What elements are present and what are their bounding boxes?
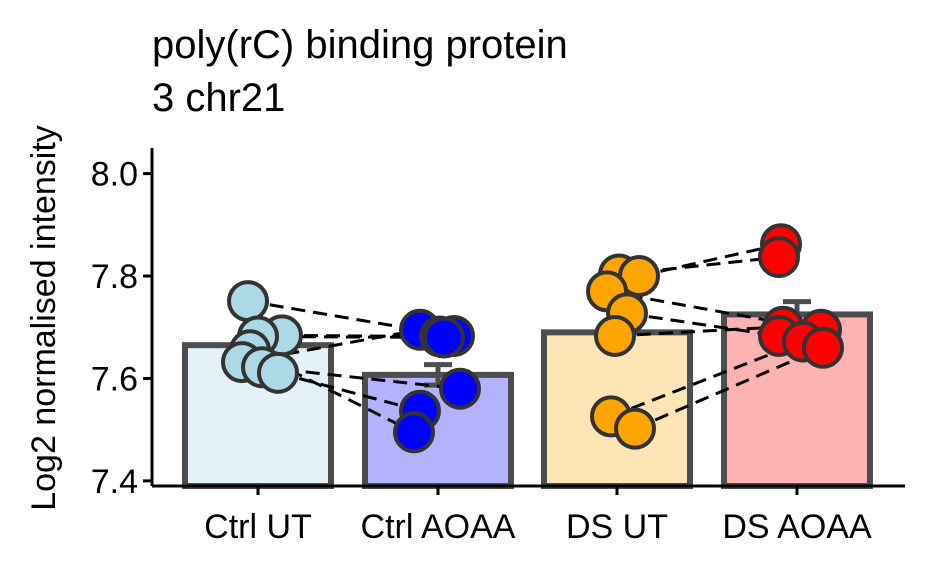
bar-2: [362, 371, 514, 489]
point-2-4: [423, 316, 465, 359]
paired-line-1: [247, 299, 455, 338]
bar-4: [721, 311, 873, 489]
paired-line-9: [638, 242, 782, 278]
points-layer: [221, 223, 844, 454]
x-tick-label-1: Ctrl UT: [204, 508, 312, 546]
y-tick-label-1: 7.4: [91, 463, 138, 501]
chart-title-line-1: poly(rC) binding protein: [152, 23, 568, 67]
x-tick-label-4: DS AOAA: [722, 508, 872, 546]
point-3-7: [614, 407, 656, 450]
point-4-7: [802, 326, 844, 369]
y-axis-label: Log2 normalised intensity: [25, 125, 63, 511]
chart-title-line-2: 3 chr21: [152, 76, 285, 120]
paired-line-14: [634, 346, 824, 431]
point-4-2: [758, 236, 800, 279]
y-tick-label-2: 7.6: [91, 360, 138, 398]
x-tick-label-2: Ctrl AOAA: [361, 508, 516, 546]
paired-line-7: [277, 371, 421, 413]
y-tick-label-4: 8.0: [91, 156, 138, 194]
x-tick-label-3: DS UT: [566, 508, 668, 546]
point-1-7: [257, 351, 299, 394]
paired-line-11: [626, 311, 780, 338]
paired-line-12: [614, 325, 784, 338]
point-2-7: [393, 411, 435, 454]
point-1-1: [227, 280, 269, 323]
y-tick-label-3: 7.8: [91, 258, 138, 296]
paired-line-13: [610, 340, 804, 418]
point-2-5: [439, 367, 481, 410]
point-3-5: [594, 314, 636, 357]
